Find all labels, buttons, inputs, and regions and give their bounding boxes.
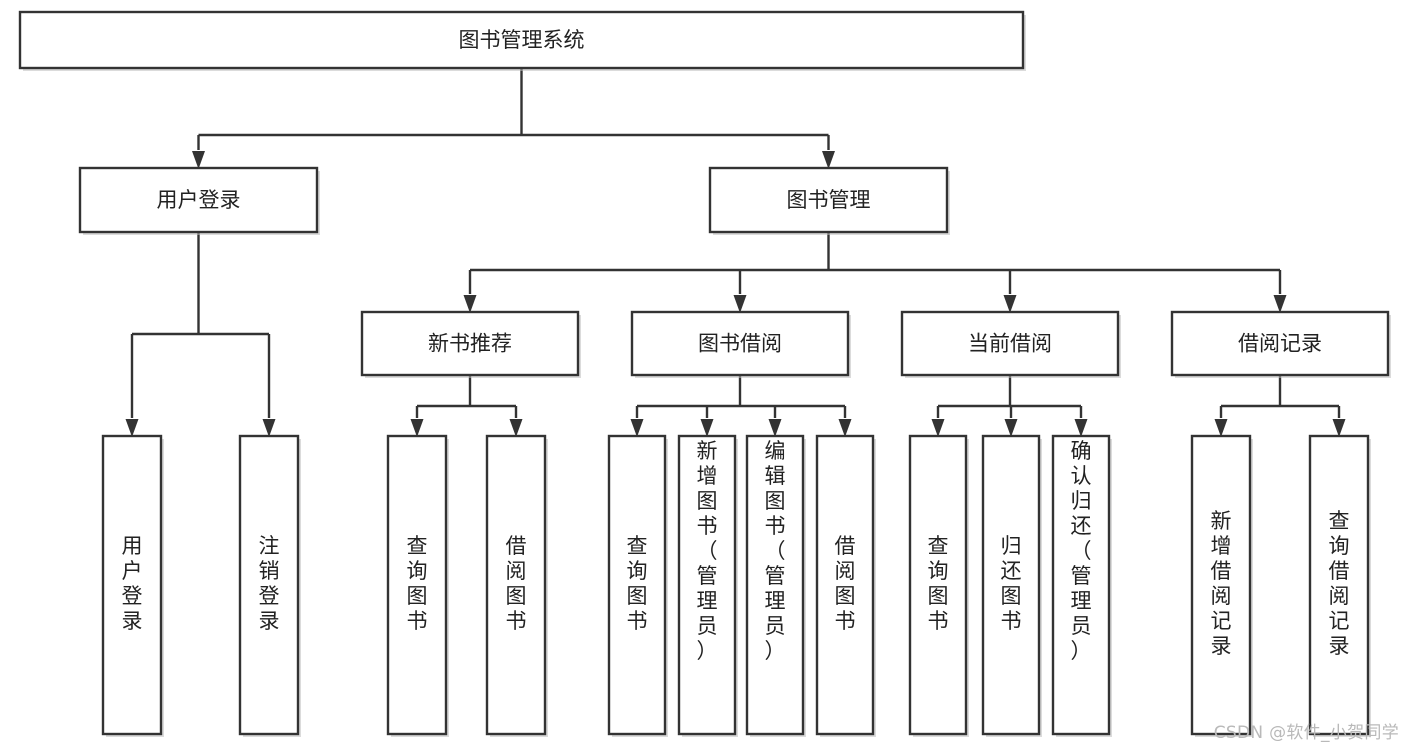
edge-arrowhead	[700, 419, 714, 437]
node-leaf-query-book-1[interactable]: 查询图书	[386, 434, 449, 737]
node-label: 查询借阅记录	[1329, 509, 1350, 658]
edge-arrowhead	[262, 419, 276, 437]
node-label: 新增借阅记录	[1211, 509, 1232, 658]
node-label: 新书推荐	[428, 332, 512, 356]
node-root[interactable]: 图书管理系统	[18, 10, 1026, 71]
node-box[interactable]	[745, 434, 805, 736]
node-label: 注销登录	[259, 534, 280, 633]
edge-arrowhead	[733, 295, 747, 313]
node-label: 图书管理	[787, 188, 871, 212]
node-box[interactable]	[1170, 310, 1390, 377]
edge-arrowhead	[1074, 419, 1088, 437]
node-leaf-query-book-2[interactable]: 查询图书	[607, 434, 668, 737]
node-book-manage[interactable]: 图书管理	[708, 166, 950, 235]
connector-new-book-recommend	[410, 375, 523, 437]
node-new-book-recommend[interactable]: 新书推荐	[360, 310, 581, 378]
csdn-watermark: CSDN @软件_小贺同学	[1213, 723, 1399, 743]
node-label: 借阅图书	[835, 534, 856, 633]
edge-arrowhead	[125, 419, 139, 437]
node-label: 查询图书	[928, 534, 949, 633]
node-label: 查询图书	[407, 534, 428, 633]
node-label: 当前借阅	[968, 332, 1052, 356]
node-label: 图书借阅	[698, 332, 782, 356]
node-leaf-add-record[interactable]: 新增借阅记录	[1190, 434, 1253, 737]
node-label: 归还图书	[1001, 534, 1022, 633]
node-box[interactable]	[630, 310, 850, 377]
node-leaf-confirm-return[interactable]: 确认归还（管理员）	[1051, 434, 1112, 737]
edge-arrowhead	[509, 419, 523, 437]
node-box[interactable]	[981, 434, 1041, 736]
node-book-borrow[interactable]: 图书借阅	[630, 310, 851, 378]
node-box[interactable]	[78, 166, 319, 234]
node-box[interactable]	[360, 310, 580, 377]
node-box[interactable]	[238, 434, 300, 736]
node-box[interactable]	[607, 434, 667, 736]
node-leaf-return-book[interactable]: 归还图书	[981, 434, 1042, 737]
connector-root	[192, 68, 835, 169]
edge-arrowhead	[1003, 295, 1017, 313]
node-leaf-query-record[interactable]: 查询借阅记录	[1308, 434, 1371, 737]
node-label: 确认归还（管理员）	[1071, 439, 1092, 663]
connector-user-login	[125, 232, 276, 437]
node-box[interactable]	[908, 434, 968, 736]
node-box[interactable]	[18, 10, 1025, 70]
edge-arrowhead	[410, 419, 424, 437]
node-leaf-query-book-3[interactable]: 查询图书	[908, 434, 969, 737]
edge-arrowhead	[838, 419, 852, 437]
node-leaf-logout[interactable]: 注销登录	[238, 434, 301, 737]
edge-arrowhead	[768, 419, 782, 437]
node-leaf-edit-book[interactable]: 编辑图书（管理员）	[745, 434, 806, 737]
node-box[interactable]	[1308, 434, 1370, 736]
node-box[interactable]	[677, 434, 737, 736]
node-leaf-add-book[interactable]: 新增图书（管理员）	[677, 434, 738, 737]
node-box[interactable]	[386, 434, 448, 736]
node-label: 借阅图书	[506, 534, 527, 633]
edge-arrowhead	[1332, 419, 1346, 437]
node-leaf-user-login[interactable]: 用户登录	[101, 434, 164, 737]
node-leaf-borrow-book-1[interactable]: 借阅图书	[485, 434, 548, 737]
node-label: 查询图书	[627, 534, 648, 633]
node-label: 编辑图书（管理员）	[765, 439, 786, 663]
node-label: 用户登录	[157, 188, 241, 212]
node-label: 借阅记录	[1238, 332, 1322, 356]
connector-book-borrow	[630, 375, 852, 437]
edge-arrowhead	[1214, 419, 1228, 437]
node-box[interactable]	[1190, 434, 1252, 736]
node-label: 用户登录	[122, 534, 143, 633]
node-box[interactable]	[900, 310, 1120, 377]
edge-arrowhead	[630, 419, 644, 437]
node-box[interactable]	[485, 434, 547, 736]
node-label: 新增图书（管理员）	[697, 439, 718, 663]
node-label: 图书管理系统	[459, 28, 585, 52]
node-leaf-borrow-book-2[interactable]: 借阅图书	[815, 434, 876, 737]
edge-arrowhead	[1273, 295, 1287, 313]
edge-arrowhead	[1004, 419, 1018, 437]
node-box[interactable]	[101, 434, 163, 736]
connector-borrow-record	[1214, 375, 1346, 437]
edge-arrowhead	[931, 419, 945, 437]
node-box[interactable]	[1051, 434, 1111, 736]
node-box[interactable]	[815, 434, 875, 736]
edge-arrowhead	[822, 151, 835, 169]
edge-arrowhead	[192, 151, 205, 169]
edge-arrowhead	[463, 295, 477, 313]
node-box[interactable]	[708, 166, 949, 234]
node-current-borrow[interactable]: 当前借阅	[900, 310, 1121, 378]
connector-book-manage	[463, 232, 1287, 313]
node-borrow-record[interactable]: 借阅记录	[1170, 310, 1391, 378]
node-user-login[interactable]: 用户登录	[78, 166, 320, 235]
connector-current-borrow	[931, 375, 1088, 437]
